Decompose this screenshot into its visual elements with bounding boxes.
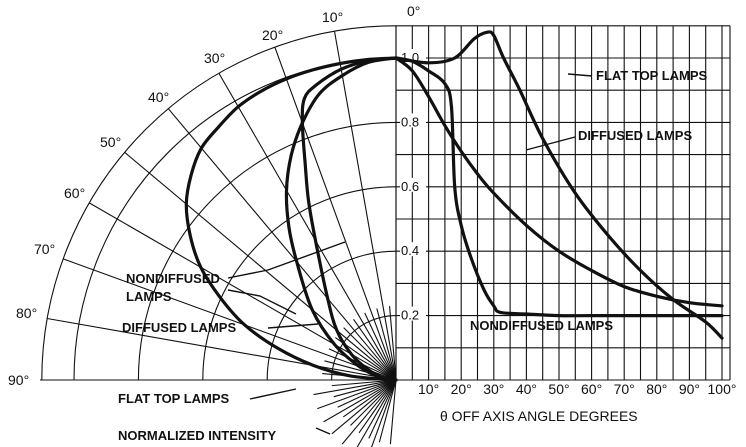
leader-diffused-left [267,323,319,329]
cartesian-curve-flat-top-lamps [394,30,724,340]
polar-lower-spoke-130 [331,379,397,435]
polar-spoke-50 [124,151,397,381]
polar-ring-2 [202,186,397,381]
polar-fine-spoke-95 [331,379,397,387]
polar-angle-label-70: 70° [34,241,55,257]
cartesian-curve-nondiffused-lamps [394,56,724,318]
polar-ring-3 [137,121,397,381]
polar-curve-nondiffused-lamps [300,56,398,382]
x-tick-label-100: 100° [708,381,737,397]
intensity-label-2: 0.6 [401,179,419,194]
polar-angle-label-60: 60° [64,185,85,201]
polar-curve-diffused-lamps [284,56,398,382]
polar-fine-spoke-155 [368,379,397,439]
polar-fine-spoke-175 [389,379,397,445]
polar-fine-spoke-115 [337,379,397,408]
x-axis-label: θ OFF AXIS ANGLE DEGREES [440,408,638,424]
cartesian-grid: 1.00.80.60.40.210°20°30°40°50°60°70°80°9… [395,25,737,397]
polar-fine-spoke-165 [378,379,397,443]
polar-lower-spoke-120 [323,379,397,423]
polar-fine-spoke-15 [376,308,397,381]
polar-spoke-60 [88,202,397,381]
x-tick-label-40: 40° [516,381,537,397]
polar-fine-spoke-145 [358,379,397,434]
polar-lower-spoke-150 [356,379,397,447]
leader-diffused-right [525,136,576,151]
intensity-label-bg-3 [400,242,426,257]
polar-angle-label-90: 90° [8,372,29,388]
polar-grid: 0° 10° 20° 30° 40° 50° 60° 70° 80° 90° [8,3,420,447]
polar-lower-spoke-140 [341,379,397,445]
x-tick-label-10: 10° [418,381,439,397]
annotation-diffused-right: DIFFUSED LAMPS [578,128,692,143]
polar-fine-spoke-125 [342,379,397,418]
polar-spoke-10 [333,31,397,381]
polar-fine-spoke-5 [388,306,397,381]
polar-lower-spoke-100 [313,379,397,396]
x-tick-label-80: 80° [646,381,667,397]
polar-spoke-20 [274,46,397,381]
intensity-label-4: 0.2 [401,308,419,323]
y-axis-label: NORMALIZED INTENSITY [118,428,276,443]
polar-angle-label-80: 80° [16,305,37,321]
leader-flat-top-right [567,73,593,77]
leader-intensity-label [315,427,331,435]
annotation-flat-top-left: FLAT TOP LAMPS [118,391,230,406]
polar-angle-label-20: 20° [262,27,283,43]
x-tick-label-20: 20° [451,381,472,397]
cartesian-curve-diffused-lamps [394,56,724,308]
polar-fine-spoke-135 [350,379,397,426]
annotation-nondiffused-left-line1: NONDIFFUSED [126,271,220,286]
polar-angle-label-50: 50° [100,134,121,150]
polar-angle-label-30: 30° [204,50,225,66]
x-tick-label-30: 30° [483,381,504,397]
polar-lower-spoke-110 [317,379,397,410]
polar-ring-5 [41,25,397,381]
intensity-label-bg-2 [400,177,426,192]
polar-spoke-70 [62,258,397,381]
x-tick-label-50: 50° [548,381,569,397]
polar-fine-spoke-105 [333,379,397,398]
x-tick-label-60: 60° [581,381,602,397]
intensity-label-1: 0.8 [401,114,419,129]
polar-angle-label-10: 10° [322,9,343,25]
polar-lower-spoke-160 [371,379,397,447]
polar-fine-spoke-45 [343,327,397,381]
polar-spoke-30 [218,72,397,381]
leader-flat-top-left [249,388,297,400]
x-tick-label-70: 70° [614,381,635,397]
annotation-nondiffused-left-line2: LAMPS [126,289,172,304]
annotation-diffused-left: DIFFUSED LAMPS [122,320,236,335]
polar-curve-flat-top-lamps [184,56,398,382]
leader-nondiffused-left-2 [227,289,297,315]
annotation-leaders [227,73,593,435]
polar-angle-label-0: 0° [407,3,420,19]
polar-angle-label-40: 40° [148,89,169,105]
annotation-flat-top-right: FLAT TOP LAMPS [596,68,708,83]
intensity-label-bg-1 [400,113,426,128]
intensity-label-bg-4 [400,306,426,321]
polar-fine-spoke-35 [353,319,397,381]
annotation-nondiffused-right: NONDIFFUSED LAMPS [470,318,613,333]
x-tick-label-90: 90° [679,381,700,397]
curve-layer [184,30,724,382]
leader-nondiffused-left [227,241,346,279]
polar-spoke-40 [167,108,397,381]
polar-fine-spoke-25 [364,312,397,381]
polar-spoke-80 [47,317,397,381]
label-layer: FLAT TOP LAMPS DIFFUSED LAMPS NONDIFFUSE… [118,68,708,443]
intensity-label-3: 0.4 [401,243,419,258]
